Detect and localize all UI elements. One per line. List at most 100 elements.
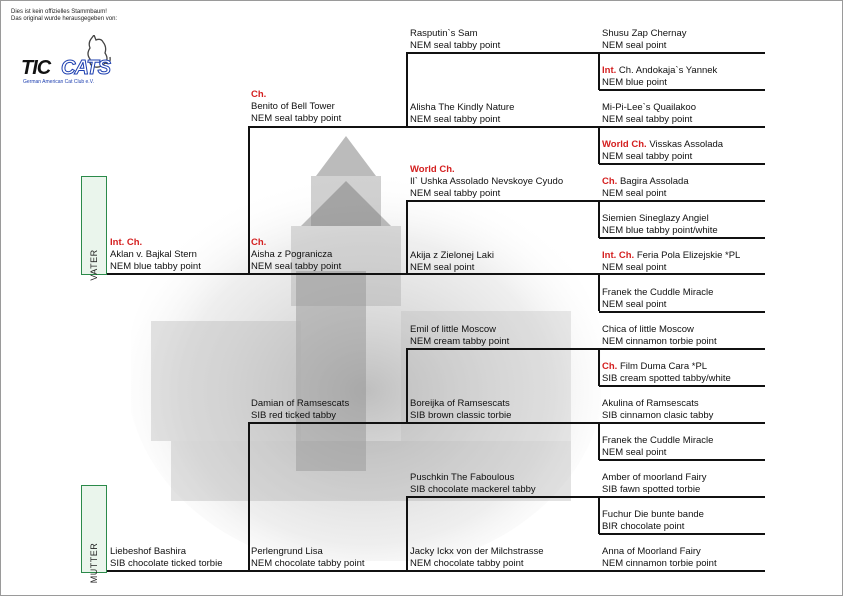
ancestor-dam: Liebeshof Bashira SIB chocolate ticked t… (110, 546, 222, 570)
ancestor-name: Liebeshof Bashira (110, 546, 187, 557)
gen4-connector-5 (598, 348, 600, 386)
gen2-line-2 (249, 273, 407, 275)
ancestor-name: Akulina of Ramsescats (602, 398, 699, 409)
ancestor-gen4-4: World Ch. Visskas Assolada NEM seal tabb… (602, 139, 723, 163)
ticats-logo: TIC CATS German American Cat Club e.V. (19, 35, 119, 91)
ancestor-name: Jacky Ickx von der Milchstrasse (410, 546, 544, 557)
gen4-connector-8 (598, 570, 600, 571)
ancestor-title: World Ch. (602, 139, 647, 150)
ancestor-gen3-5: Emil of little Moscow NEM cream tabby po… (410, 324, 509, 348)
gen3-connector-2 (406, 200, 408, 274)
ancestor-gen4-11: Akulina of Ramsescats SIB cinnamon clasi… (602, 398, 713, 422)
ancestor-name: Aklan v. Bajkal Stern (110, 249, 197, 260)
gen1-father-line (107, 273, 249, 275)
gen3-connector-1 (406, 52, 408, 127)
logo-subtitle: German American Cat Club e.V. (23, 79, 94, 85)
ancestor-gen4-10: Ch. Film Duma Cara *PL SIB cream spotted… (602, 361, 731, 385)
gen3-connector-3 (406, 348, 408, 423)
ancestor-name: Visskas Assolada (649, 139, 724, 150)
ancestor-name: Akija z Zielonej Laki (410, 250, 494, 261)
ancestor-title: Ch. (251, 89, 267, 100)
gen4-connector-1 (598, 52, 600, 90)
ancestor-breed: NEM seal point (602, 40, 667, 51)
ancestor-breed: NEM chocolate tabby point (251, 558, 365, 569)
gen3-line-5 (407, 348, 599, 350)
gen4-line-1 (599, 52, 765, 54)
ancestor-gen4-15: Anna of Moorland Fairy NEM cinnamon torb… (602, 546, 717, 570)
gen4-connector-3 (598, 200, 600, 238)
ancestor-name: Mi-Pi-Lee`s Quailakoo (602, 102, 696, 113)
gen4-line-4 (599, 163, 765, 165)
gen3-line-6 (407, 422, 599, 424)
ancestor-name: Shusu Zap Chernay (602, 28, 687, 39)
ancestor-title: World Ch. (410, 164, 455, 175)
gen4-line-14 (599, 533, 765, 535)
ancestor-title: Int. Ch. (110, 237, 143, 248)
gen4-line-13 (599, 496, 765, 498)
gen4-line-2 (599, 89, 765, 91)
ancestor-gen4-3: Mi-Pi-Lee`s Quailakoo NEM seal tabby poi… (602, 102, 696, 126)
ancestor-breed: NEM blue tabby point (110, 261, 201, 272)
ancestor-breed: SIB cinnamon clasic tabby (602, 410, 714, 421)
ancestor-gen4-6: Siemien Sineglazy Angiel NEM blue tabby … (602, 213, 718, 237)
gen4-line-9 (599, 348, 765, 350)
mother-label: MUTTER (89, 542, 99, 584)
ancestor-sire: Int. Ch. Aklan v. Bajkal Stern NEM blue … (110, 237, 201, 273)
ancestor-breed: SIB fawn spotted torbie (602, 484, 701, 495)
ancestor-name: Boreijka of Ramsescats (410, 398, 510, 409)
ancestor-name: Franek the Cuddle Miracle (602, 435, 714, 446)
ancestor-name: Feria Pola Elizejskie *PL (636, 250, 741, 261)
gen3-line-8 (407, 570, 599, 572)
gen4-connector-6 (598, 422, 600, 460)
ancestor-breed: SIB chocolate ticked torbie (110, 558, 223, 569)
ancestor-breed: NEM seal point (602, 262, 667, 273)
ancestor-breed: NEM seal point (602, 188, 667, 199)
ancestor-name: Amber of moorland Fairy (602, 472, 707, 483)
ancestor-name: Rasputin`s Sam (410, 28, 478, 39)
disclaimer-line-1: Dies ist kein offizielles Stammbaum! (11, 9, 107, 15)
ancestor-name: Perlengrund Lisa (251, 546, 323, 557)
ancestor-gen2-1: Ch. Benito of Bell Tower NEM seal tabby … (251, 89, 341, 125)
ancestor-breed: NEM seal tabby point (410, 114, 501, 125)
ancestor-breed: NEM seal tabby point (251, 113, 342, 124)
ancestor-name: Damian of Ramsescats (251, 398, 350, 409)
ancestor-breed: NEM seal tabby point (602, 114, 693, 125)
ancestor-breed: NEM seal tabby point (410, 40, 501, 51)
ancestor-title: Ch. (602, 361, 618, 372)
ancestor-breed: NEM blue point (602, 77, 667, 88)
ancestor-gen3-1: Rasputin`s Sam NEM seal tabby point (410, 28, 500, 52)
ancestor-name: Benito of Bell Tower (251, 101, 335, 112)
ancestor-name: Ch. Andokaja`s Yannek (618, 65, 718, 76)
gen2-line-3 (249, 422, 407, 424)
ancestor-title: Int. (602, 65, 617, 76)
ancestor-breed: NEM seal tabby point (602, 151, 693, 162)
gen4-line-12 (599, 459, 765, 461)
ancestor-breed: NEM seal point (602, 299, 667, 310)
gen4-line-10 (599, 385, 765, 387)
ancestor-name: Bagira Assolada (619, 176, 689, 187)
gen4-line-15 (599, 570, 765, 572)
gen4-line-5 (599, 200, 765, 202)
ancestor-name: Il` Ushka Assolado Nevskoye Cyudo (410, 176, 564, 187)
ancestor-breed: NEM seal point (602, 447, 667, 458)
ancestor-name: Siemien Sineglazy Angiel (602, 213, 709, 224)
ancestor-gen4-5: Ch. Bagira Assolada NEM seal point (602, 176, 689, 200)
gen3-connector-4 (406, 496, 408, 571)
ancestor-name: Anna of Moorland Fairy (602, 546, 701, 557)
ancestor-gen3-2: Alisha The Kindly Nature NEM seal tabby … (410, 102, 514, 126)
cat-silhouette-icon (87, 35, 111, 68)
gen2-line-4 (249, 570, 407, 572)
ancestor-breed: NEM seal tabby point (410, 188, 501, 199)
ancestor-title: Ch. (251, 237, 267, 248)
ancestor-gen3-8: Jacky Ickx von der Milchstrasse NEM choc… (410, 546, 544, 570)
ancestor-gen3-4: Akija z Zielonej Laki NEM seal point (410, 250, 494, 274)
ancestor-breed: SIB cream spotted tabby/white (602, 373, 731, 384)
gen4-connector-7 (598, 496, 600, 534)
disclaimer: Dies ist kein offizielles Stammbaum! Das… (11, 9, 117, 23)
disclaimer-line-2: Das original wurde herausgegeben von: (11, 16, 118, 22)
ancestor-name: Aisha z Pogranicza (251, 249, 333, 260)
ancestor-breed: NEM chocolate tabby point (410, 558, 524, 569)
ancestor-gen4-13: Amber of moorland Fairy SIB fawn spotted… (602, 472, 707, 496)
gen3-line-2 (407, 126, 599, 128)
gen4-line-11 (599, 422, 765, 424)
